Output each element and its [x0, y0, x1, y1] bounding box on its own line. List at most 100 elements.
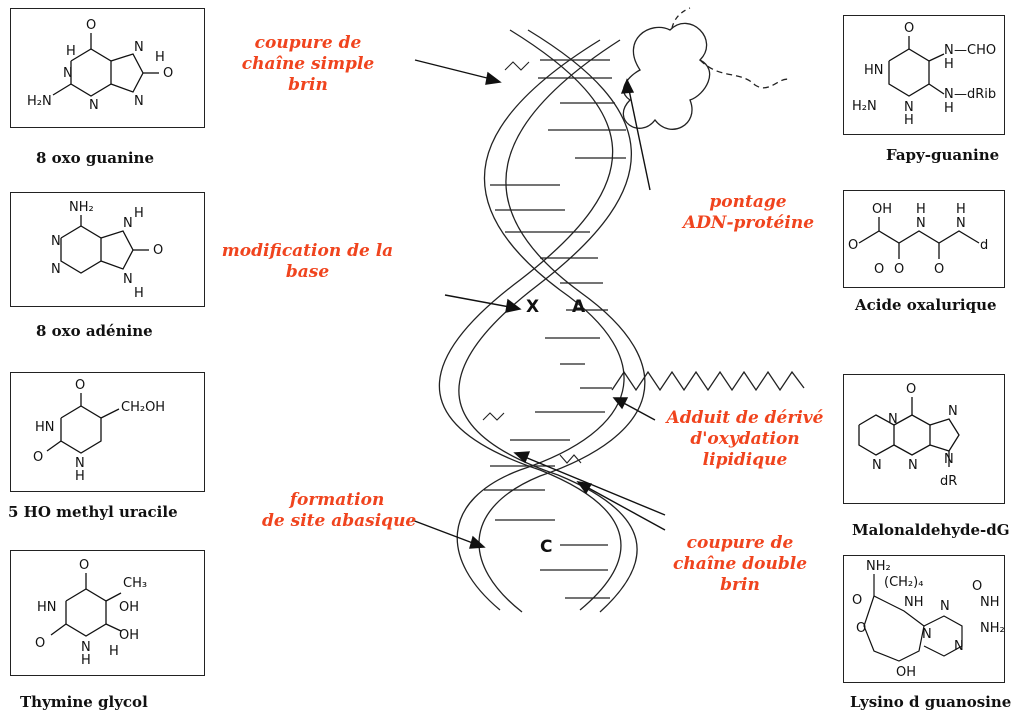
- svg-text:O: O: [934, 262, 944, 277]
- svg-text:O: O: [153, 243, 163, 258]
- svg-text:OH: OH: [119, 628, 139, 643]
- arrow-abasic: [411, 519, 479, 546]
- svg-text:N: N: [944, 43, 954, 58]
- svg-text:H: H: [155, 50, 165, 65]
- svg-text:CH₃: CH₃: [123, 576, 147, 591]
- svg-text:N: N: [916, 216, 926, 231]
- svg-text:O: O: [906, 382, 916, 397]
- svg-text:H₂N: H₂N: [852, 99, 877, 114]
- svg-text:H₂N: H₂N: [27, 94, 52, 109]
- svg-text:—CHO: —CHO: [954, 43, 996, 58]
- fapy-guanine-structure: O N H —CHO HN N H₂N N H —dRib H: [843, 15, 1005, 135]
- svg-text:N: N: [134, 94, 144, 109]
- svg-text:N: N: [922, 627, 932, 642]
- oxo-guanine-structure: O N N N N O H₂N H H: [10, 8, 205, 128]
- svg-text:N: N: [872, 458, 882, 473]
- svg-text:N: N: [954, 639, 964, 654]
- arrow-base-mod: [444, 294, 516, 309]
- svg-text:HN: HN: [864, 63, 884, 78]
- oxo-adenine-structure: NH₂ N N N N O H H: [10, 192, 205, 307]
- svg-text:N: N: [908, 458, 918, 473]
- svg-text:N: N: [944, 87, 954, 102]
- svg-text:O: O: [874, 262, 884, 277]
- svg-text:CH₂OH: CH₂OH: [121, 400, 165, 415]
- arrow-double-cut-2: [582, 484, 666, 531]
- svg-text:d: d: [980, 238, 988, 253]
- acide-oxalurique-name: Acide oxalurique: [855, 296, 997, 314]
- svg-text:—dRib: —dRib: [954, 87, 996, 102]
- protein-outline: [622, 22, 711, 130]
- base-x-label: X: [526, 297, 540, 317]
- svg-text:N: N: [75, 456, 85, 471]
- base-c-label: C: [540, 537, 553, 557]
- svg-text:H: H: [904, 113, 914, 128]
- svg-text:N: N: [51, 234, 61, 249]
- svg-text:O: O: [852, 593, 862, 608]
- svg-text:N: N: [81, 640, 91, 655]
- svg-text:N: N: [123, 272, 133, 287]
- svg-text:O: O: [86, 18, 96, 33]
- svg-text:HN: HN: [35, 420, 55, 435]
- svg-text:N: N: [123, 216, 133, 231]
- base-a-label: A: [572, 297, 586, 317]
- svg-text:N: N: [956, 216, 966, 231]
- svg-text:O: O: [33, 450, 43, 465]
- svg-text:O: O: [972, 579, 982, 594]
- svg-text:O: O: [894, 262, 904, 277]
- fapy-guanine-name: Fapy-guanine: [886, 146, 1000, 164]
- base-pair-rungs: [484, 59, 626, 599]
- dna-strand-front: [438, 29, 638, 613]
- thymine-glycol-structure: O CH₃ HN OH OH O N H H: [10, 550, 205, 676]
- svg-text:H: H: [134, 206, 144, 221]
- svg-text:H: H: [944, 57, 954, 72]
- svg-text:N: N: [51, 262, 61, 277]
- arrow-double-cut-1: [519, 454, 666, 516]
- svg-text:OH: OH: [119, 600, 139, 615]
- protein-tail: [699, 59, 791, 89]
- oxo-guanine-name: 8 oxo guanine: [36, 149, 155, 167]
- lysino-d-guanosine-name: Lysino d guanosine: [850, 693, 1012, 711]
- svg-text:dR: dR: [940, 474, 957, 489]
- arrow-single-cut: [414, 59, 496, 81]
- svg-text:O: O: [163, 66, 173, 81]
- svg-text:HN: HN: [37, 600, 57, 615]
- svg-text:H: H: [956, 202, 966, 217]
- svg-text:NH₂: NH₂: [69, 200, 94, 215]
- svg-text:N: N: [888, 412, 898, 427]
- svg-text:NH: NH: [904, 595, 924, 610]
- svg-text:NH: NH: [980, 595, 1000, 610]
- svg-text:OH: OH: [872, 202, 892, 217]
- svg-text:H: H: [916, 202, 926, 217]
- svg-text:N: N: [134, 40, 144, 55]
- svg-text:O: O: [75, 378, 85, 393]
- arrow-crosslink: [627, 84, 651, 191]
- svg-text:H: H: [134, 286, 144, 301]
- svg-text:NH₂: NH₂: [866, 559, 891, 574]
- svg-text:H: H: [81, 653, 91, 668]
- thymine-glycol-name: Thymine glycol: [20, 693, 148, 711]
- ho-methyl-uracile-structure: O HN N O H CH₂OH: [10, 372, 205, 492]
- lipid-chain: [611, 370, 805, 392]
- svg-text:N: N: [63, 66, 73, 81]
- ho-methyl-uracile-name: 5 HO methyl uracile: [8, 503, 178, 521]
- svg-text:OH: OH: [896, 665, 916, 680]
- lysino-d-guanosine-structure: NH₂ (CH₂)₄ NH O N N N NH NH₂ O O OH: [843, 555, 1005, 683]
- svg-text:H: H: [944, 101, 954, 116]
- svg-text:H: H: [66, 44, 76, 59]
- oxo-adenine-name: 8 oxo adénine: [36, 322, 153, 340]
- malonaldehyde-dg-structure: O N N N N N dR: [843, 374, 1005, 504]
- svg-text:N: N: [89, 98, 99, 113]
- svg-text:O: O: [856, 621, 866, 636]
- svg-text:N: N: [940, 599, 950, 614]
- svg-text:H: H: [75, 469, 85, 484]
- malonaldehyde-dg-name: Malonaldehyde-dG: [852, 521, 1010, 539]
- dna-strand-back: [456, 39, 646, 613]
- svg-text:O: O: [35, 636, 45, 651]
- svg-text:O: O: [79, 558, 89, 573]
